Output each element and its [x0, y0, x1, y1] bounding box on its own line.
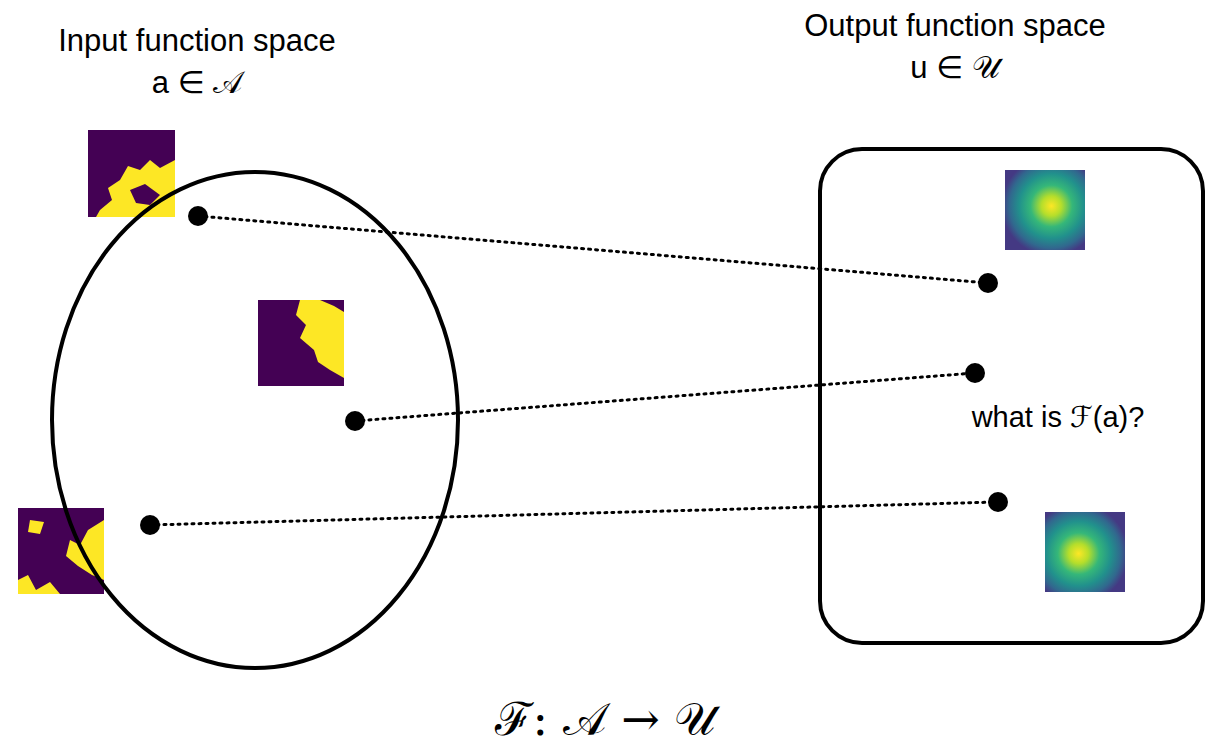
- ellipse-outline: [50, 170, 460, 670]
- input-sample: [18, 508, 104, 594]
- mapping-line: [355, 373, 975, 421]
- input-space: Input function spacea ∈ 𝒜: [50, 170, 460, 670]
- space-heading: Output function spaceu ∈ 𝒰: [675, 5, 1210, 89]
- space-heading: Input function spacea ∈ 𝒜: [0, 20, 477, 104]
- space-symbol: u ∈ 𝒰: [675, 47, 1210, 89]
- output-sample: [1005, 170, 1085, 250]
- space-symbol: a ∈ 𝒜: [0, 62, 477, 104]
- mapping-line: [198, 216, 988, 283]
- output-sample: [1045, 512, 1125, 592]
- point: [988, 492, 1008, 512]
- mapping-line: [150, 502, 998, 525]
- mapping-lines: [150, 216, 998, 525]
- space-title: Output function space: [675, 5, 1210, 47]
- point: [345, 411, 365, 431]
- point: [188, 206, 208, 226]
- output-space: Output function spaceu ∈ 𝒰: [818, 147, 1205, 645]
- query-label: what is ℱ(a)?: [972, 400, 1145, 434]
- rounded-outline: [818, 147, 1205, 645]
- point: [978, 273, 998, 293]
- space-title: Input function space: [0, 20, 477, 62]
- outline-shape: [52, 172, 458, 668]
- point: [965, 363, 985, 383]
- point: [140, 515, 160, 535]
- input-sample: [258, 300, 344, 386]
- outline-shape: [820, 149, 1203, 643]
- points: [140, 206, 1008, 535]
- operator-formula: ℱ: 𝒜 → 𝒰: [495, 686, 716, 748]
- input-sample: [88, 130, 175, 217]
